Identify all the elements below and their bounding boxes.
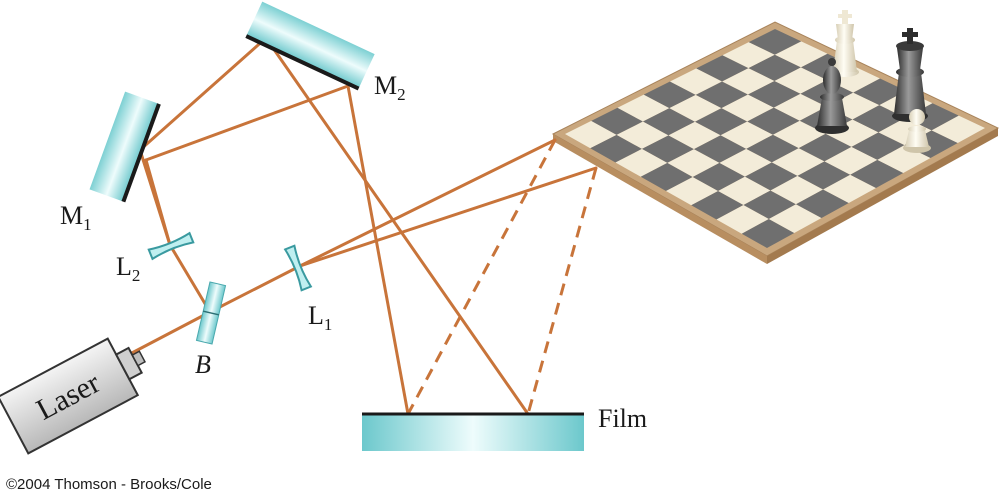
chessboard-square bbox=[615, 148, 668, 177]
chessboard-square bbox=[695, 108, 748, 136]
chessboard-square bbox=[773, 120, 826, 149]
film-plate bbox=[362, 412, 584, 451]
chessboard-square bbox=[695, 81, 748, 109]
chessboard-square bbox=[850, 159, 904, 188]
object-beam-board-to-film-b bbox=[526, 167, 598, 415]
chessboard-square bbox=[640, 162, 693, 191]
chessboard-square bbox=[692, 162, 745, 191]
mirror-m1 bbox=[89, 91, 161, 203]
chessboard-square bbox=[670, 68, 723, 95]
laser-beams bbox=[126, 36, 598, 416]
laser-device: Laser bbox=[0, 337, 146, 455]
chessboard-square bbox=[696, 55, 749, 82]
chessboard-square bbox=[771, 148, 825, 176]
chessboard-square bbox=[691, 190, 744, 220]
chessboard-square bbox=[773, 93, 827, 121]
chessboard-square bbox=[718, 176, 771, 205]
white-pawn-piece bbox=[903, 109, 931, 153]
beam-m1-to-m2-top bbox=[138, 36, 268, 152]
chessboard-square bbox=[853, 78, 907, 106]
chessboard-square bbox=[590, 134, 642, 163]
chessboard-square bbox=[748, 29, 802, 55]
beam-laser-to-splitter bbox=[126, 310, 212, 357]
beam-m2-to-film-a bbox=[264, 36, 530, 416]
chessboard-square bbox=[748, 80, 801, 108]
white-king-piece bbox=[831, 10, 859, 77]
chessboard-square bbox=[800, 79, 854, 107]
object-beam-board-to-film-a bbox=[406, 139, 557, 415]
l1-label: L1 bbox=[308, 301, 332, 334]
chessboard-edge-left bbox=[553, 134, 767, 264]
chessboard-square bbox=[743, 190, 796, 219]
chessboard bbox=[551, 21, 1000, 264]
chessboard-square bbox=[591, 107, 643, 135]
chessboard-edge-right bbox=[767, 128, 998, 264]
chessboard-square bbox=[722, 42, 775, 69]
chessboard-square bbox=[716, 204, 769, 234]
chessboard-square bbox=[722, 68, 775, 95]
chessboard-square bbox=[797, 161, 851, 190]
mirror-m2 bbox=[245, 1, 375, 91]
beam-m1-to-m2-bottom bbox=[144, 84, 350, 162]
chessboard-square bbox=[741, 218, 795, 248]
black-bishop-piece bbox=[815, 58, 849, 134]
chessboard-square bbox=[768, 204, 822, 233]
beam-m2-to-film-b bbox=[346, 84, 410, 416]
beam-l1-to-board-top bbox=[298, 138, 557, 268]
chessboard-square bbox=[774, 67, 828, 94]
chessboard-square bbox=[668, 121, 721, 150]
chessboard-square bbox=[617, 94, 670, 122]
chessboard-square bbox=[565, 120, 617, 149]
chessboard-square bbox=[669, 94, 722, 122]
film-label: Film bbox=[598, 404, 647, 433]
lens-l1 bbox=[283, 244, 313, 292]
chessboard-square bbox=[931, 115, 985, 143]
chessboard-square bbox=[616, 121, 669, 149]
chessboard-square bbox=[824, 146, 878, 175]
chessboard-square bbox=[770, 175, 824, 205]
chessboard-square bbox=[825, 119, 879, 147]
chessboard-square bbox=[642, 135, 694, 163]
beam-l1-to-board-bottom bbox=[298, 166, 598, 268]
chessboard-square bbox=[745, 162, 798, 191]
chessboard-square bbox=[852, 105, 906, 133]
chessboard-square bbox=[719, 148, 772, 177]
chessboard-squares bbox=[565, 29, 985, 248]
chessboard-square bbox=[694, 135, 747, 163]
chessboard-square bbox=[667, 149, 720, 177]
chessboard-square bbox=[774, 41, 828, 68]
l2-label: L2 bbox=[116, 252, 140, 285]
chessboard-square bbox=[851, 132, 905, 160]
chessboard-square bbox=[827, 66, 880, 93]
beam-splitter-b bbox=[195, 281, 227, 345]
beam-splitter-to-l1 bbox=[208, 264, 302, 314]
chessboard-square bbox=[746, 134, 799, 163]
beam-l2-to-m1-b bbox=[144, 158, 172, 247]
lens-l2 bbox=[147, 231, 195, 261]
chessboard-square bbox=[721, 94, 774, 122]
chess-pieces bbox=[815, 10, 931, 153]
m2-label: M2 bbox=[374, 71, 406, 104]
chessboard-square bbox=[747, 107, 800, 135]
m1-label: M1 bbox=[60, 201, 92, 234]
black-king-piece bbox=[892, 28, 928, 122]
beam-splitter-label: B bbox=[195, 350, 211, 379]
beam-splitter-to-l2 bbox=[168, 243, 212, 314]
chessboard-square bbox=[798, 133, 852, 162]
copyright-credit: ©2004 Thomson - Brooks/Cole bbox=[6, 476, 212, 493]
chessboard-square bbox=[643, 81, 696, 109]
chessboard-square bbox=[823, 174, 876, 203]
chessboard-square bbox=[720, 121, 773, 149]
chessboard-square bbox=[666, 176, 719, 206]
chessboard-square bbox=[796, 189, 849, 218]
chessboard-square bbox=[643, 108, 695, 136]
chessboard-square bbox=[748, 54, 801, 81]
